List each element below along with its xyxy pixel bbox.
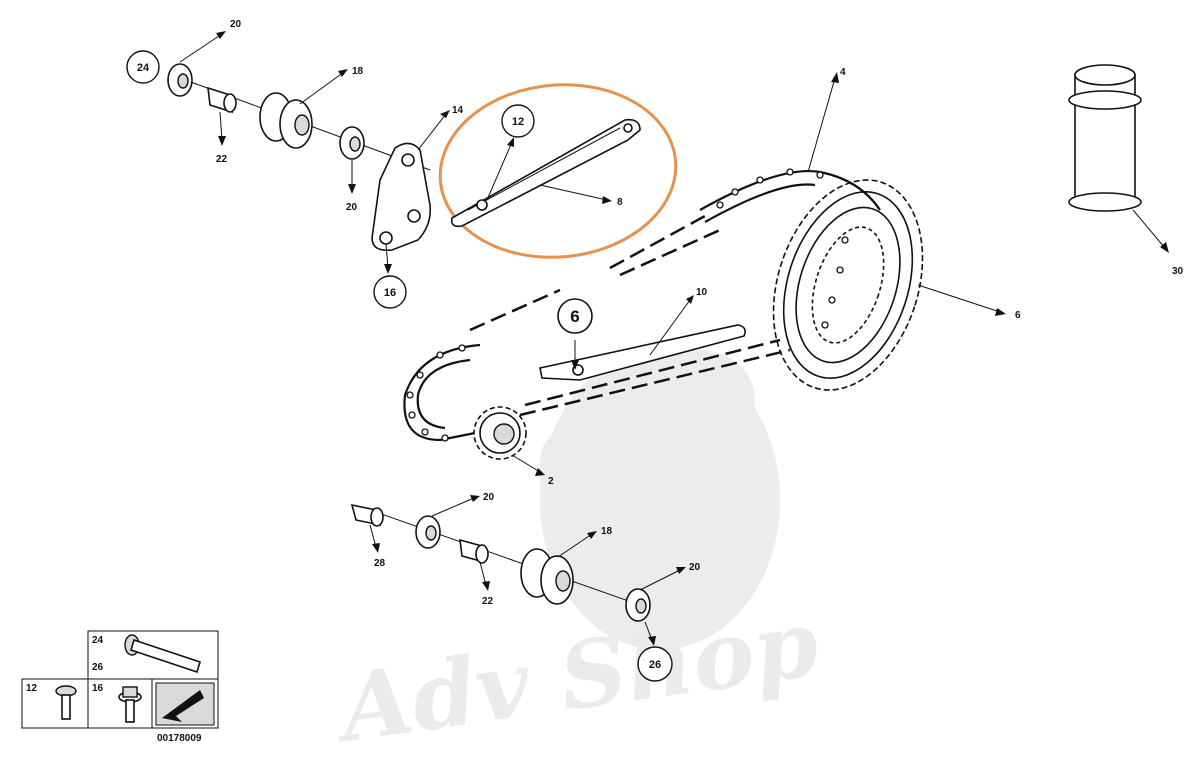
callout-6-big: 6 <box>557 298 593 334</box>
flange-bolt-icon <box>118 686 142 723</box>
bushing-24 <box>167 63 193 97</box>
watermark-mascot <box>540 350 780 650</box>
callout-16: 16 <box>373 275 407 309</box>
bushing-20-bottom <box>625 588 651 622</box>
roller-18-top <box>259 92 313 149</box>
document-number: 00178009 <box>157 733 202 744</box>
bushing-20-mid <box>415 515 441 549</box>
watermark: Adv Shop <box>326 350 825 759</box>
label-14: 14 <box>452 105 464 116</box>
short-bolt-icon <box>55 685 77 720</box>
bracket-14 <box>371 142 432 252</box>
callout-24: 24 <box>126 50 160 84</box>
roller-18-bottom <box>520 548 574 605</box>
legend-16: 16 <box>92 683 104 694</box>
front-sprocket-2 <box>473 406 527 460</box>
label-2: 2 <box>548 476 554 487</box>
legend-24: 24 <box>92 635 104 646</box>
drive-chain-4 <box>403 168 881 442</box>
long-bolt-icon <box>124 634 201 674</box>
label-18-bot: 18 <box>601 526 613 537</box>
highlight-ellipse <box>438 83 678 259</box>
direction-arrow-icon <box>155 682 215 726</box>
leader-lines <box>179 31 1169 646</box>
svg-text:6: 6 <box>570 307 579 326</box>
svg-text:26: 26 <box>649 659 661 671</box>
callout-26: 26 <box>637 646 673 682</box>
label-20-c: 20 <box>483 492 495 503</box>
slide-rail-8 <box>450 118 641 228</box>
lubricant-can-30 <box>1068 64 1142 212</box>
svg-text:12: 12 <box>512 116 524 128</box>
label-28: 28 <box>374 558 386 569</box>
top-idler-assembly <box>167 63 432 252</box>
callout-12: 12 <box>501 104 535 138</box>
label-6: 6 <box>1015 310 1021 321</box>
label-18-top: 18 <box>352 66 364 77</box>
label-30: 30 <box>1172 266 1184 277</box>
bushing-20-top <box>339 126 365 160</box>
label-4: 4 <box>840 67 846 78</box>
fastener-legend: 24 26 12 16 00178009 <box>21 630 219 744</box>
watermark-text: Adv Shop <box>326 589 824 759</box>
svg-text:16: 16 <box>384 287 396 299</box>
sleeve-22-top <box>207 86 237 114</box>
rear-sprocket-6 <box>772 179 924 391</box>
label-20-d: 20 <box>689 562 701 573</box>
chain-links <box>406 168 849 442</box>
label-22-top: 22 <box>216 154 228 165</box>
label-10: 10 <box>696 287 708 298</box>
sleeve-28 <box>350 503 384 527</box>
bottom-idler-assembly <box>350 503 651 622</box>
label-8: 8 <box>617 197 623 208</box>
label-20-b: 20 <box>346 202 358 213</box>
legend-26: 26 <box>92 662 104 673</box>
label-22-bot: 22 <box>482 596 494 607</box>
label-20-a: 20 <box>230 19 242 30</box>
sleeve-22-bottom <box>459 538 489 564</box>
part-labels: 20 22 18 20 14 8 4 6 10 30 2 20 28 22 18… <box>216 19 1184 607</box>
legend-12: 12 <box>26 683 38 694</box>
svg-text:24: 24 <box>137 62 150 74</box>
